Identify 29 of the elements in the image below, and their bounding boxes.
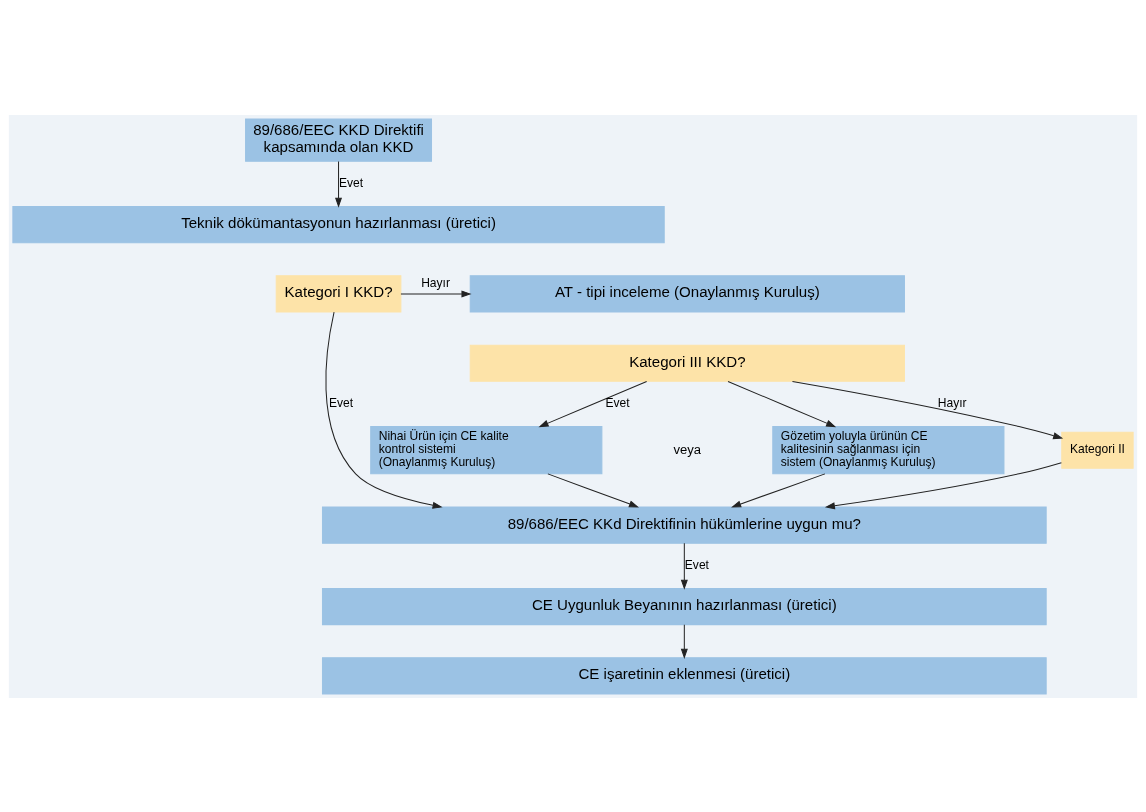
edge-label: Evet (339, 175, 364, 190)
arrow (325, 311, 443, 509)
arrow (791, 380, 1064, 439)
edge-label: Hayır (937, 395, 967, 410)
arrow (680, 623, 688, 659)
edge-label: Evet (684, 557, 709, 572)
edge-label: Evet (605, 395, 630, 410)
arrow (680, 542, 688, 590)
node-box: Nihai Ürün için CE kalite kontrol sistemi (Onaylanmış Kuruluş) (370, 425, 603, 474)
node-box: CE işaretinin eklenmesi (üretici) (321, 656, 1047, 694)
node-box: Gözetim yoluyla ürünün CE kalitesinin sağlanması için sistem (Onaylanmış Kuruluş) (772, 425, 1005, 474)
arrow (538, 380, 648, 427)
node-box: Kategori II (1061, 431, 1134, 469)
arrow (400, 289, 472, 297)
node-box: 89/686/EEC KKD Direktifi kapsamında olan KKD (245, 118, 433, 162)
edge-label: Hayır (421, 275, 450, 290)
arrow (731, 472, 826, 507)
arrow (335, 160, 343, 208)
node-box: Kategori III KKD? (469, 344, 905, 382)
label: veya (673, 441, 702, 457)
arrow (547, 472, 639, 507)
edge-label: Evet (329, 395, 354, 410)
node-box: 89/686/EEC KKd Direktifinin hükümlerine uygun mu? (321, 506, 1047, 544)
node-box: AT - tipi inceleme (Onaylanmış Kuruluş) (469, 274, 905, 312)
arrow (824, 461, 1062, 509)
node-box: CE Uygunluk Beyanının hazırlanması (üretici) (321, 587, 1047, 625)
node-box: Teknik dökümantasyonun hazırlanması (üretici) (12, 205, 665, 243)
node-box: Kategori I KKD? (275, 274, 402, 312)
arrow (727, 380, 837, 427)
